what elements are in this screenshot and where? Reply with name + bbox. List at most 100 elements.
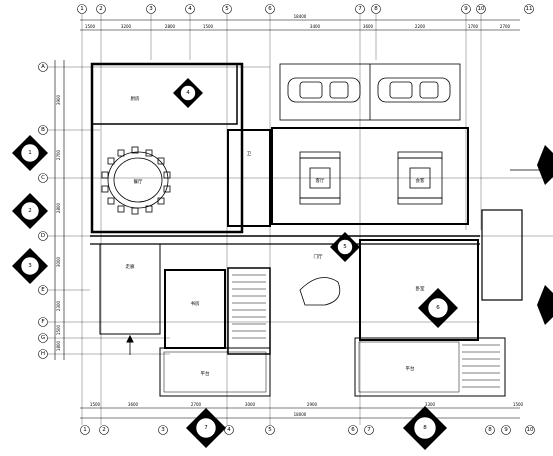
svg-text:1: 1 bbox=[28, 150, 32, 156]
grid-axis-top-3: 3 bbox=[146, 4, 156, 14]
svg-text:4: 4 bbox=[186, 90, 190, 96]
top-dim-1: 1500 bbox=[85, 24, 96, 29]
svg-text:4: 4 bbox=[227, 427, 231, 433]
svg-text:D: D bbox=[41, 233, 45, 239]
grid-axis-bottom-9: 9 bbox=[501, 425, 511, 435]
grid-axis-bottom-3: 3 bbox=[158, 425, 168, 435]
svg-text:B: B bbox=[41, 127, 45, 133]
grid-axis-top-1: 1 bbox=[77, 4, 87, 14]
elevation-marker-5: 5 bbox=[330, 232, 360, 262]
svg-text:7: 7 bbox=[358, 6, 362, 12]
grid-axis-top-6: 6 bbox=[265, 4, 275, 14]
grid-axis-top-8: 8 bbox=[371, 4, 381, 14]
grid-axis-left-B: B bbox=[38, 125, 48, 135]
svg-text:E: E bbox=[41, 287, 45, 293]
staircase bbox=[232, 274, 500, 388]
svg-text:11: 11 bbox=[526, 6, 533, 12]
svg-text:10: 10 bbox=[527, 427, 534, 433]
bottom-dim-1: 1500 bbox=[90, 402, 101, 407]
room-label-corridor: 走廊 bbox=[126, 263, 135, 270]
grid-axis-bottom-4: 4 bbox=[224, 425, 234, 435]
elevation-marker-7: 7 bbox=[186, 408, 226, 448]
top-dim-3: 2800 bbox=[165, 24, 176, 29]
svg-text:6: 6 bbox=[351, 427, 355, 433]
bottom-dim-2: 3600 bbox=[128, 402, 139, 407]
svg-text:3: 3 bbox=[28, 263, 32, 269]
left-dim-2: 2700 bbox=[56, 149, 61, 160]
svg-text:8: 8 bbox=[374, 6, 378, 12]
grid-axis-bottom-8: 8 bbox=[485, 425, 495, 435]
bottom-dim-3: 2700 bbox=[191, 402, 202, 407]
svg-text:1: 1 bbox=[83, 427, 87, 433]
svg-text:8: 8 bbox=[488, 427, 492, 433]
grid-axis-bottom-10: 10 bbox=[525, 425, 535, 435]
grid-axis-left-H: H bbox=[38, 349, 48, 359]
room-label-wc: 卫 bbox=[247, 151, 252, 157]
car-icon-right bbox=[377, 77, 451, 103]
top-grid-axes: 1 2 3 4 5 6 7 8 9 10 11 18400 1500 3200 … bbox=[77, 4, 534, 31]
top-dim-8: 1700 bbox=[468, 24, 479, 29]
grid-axis-left-A: A bbox=[38, 62, 48, 72]
top-dim-9: 2700 bbox=[500, 24, 511, 29]
svg-text:9: 9 bbox=[504, 427, 508, 433]
grid-axis-left-E: E bbox=[38, 285, 48, 295]
grid-axis-top-11: 11 bbox=[524, 4, 534, 14]
svg-text:2: 2 bbox=[99, 6, 103, 12]
grid-axis-bottom-1: 1 bbox=[80, 425, 90, 435]
car-icon-left bbox=[287, 77, 361, 103]
grid-axis-left-C: C bbox=[38, 173, 48, 183]
svg-text:3: 3 bbox=[161, 427, 165, 433]
sofa-set-right bbox=[397, 151, 443, 205]
elevation-marker-4: 4 bbox=[173, 78, 203, 108]
svg-text:5: 5 bbox=[225, 6, 229, 12]
grid-axis-left-D: D bbox=[38, 231, 48, 241]
top-dim-4: 1500 bbox=[203, 24, 214, 29]
svg-text:G: G bbox=[41, 335, 45, 341]
bottom-dim-6: 3300 bbox=[425, 402, 436, 407]
elevation-marker-3: 3 bbox=[12, 248, 48, 284]
walls bbox=[90, 62, 553, 397]
grid-axis-left-G: G bbox=[38, 333, 48, 343]
grid-axis-top-4: 4 bbox=[185, 4, 195, 14]
grid-axis-bottom-2: 2 bbox=[99, 425, 109, 435]
room-label-kitchen: 厨房 bbox=[131, 95, 140, 102]
grid-axis-bottom-7: 7 bbox=[364, 425, 374, 435]
left-dim-1: 3900 bbox=[56, 94, 61, 105]
grid-axis-top-10: 10 bbox=[476, 4, 486, 14]
left-dim-7: 1800 bbox=[56, 340, 61, 351]
top-dim-7: 2200 bbox=[415, 24, 426, 29]
elevation-marker-6: 6 bbox=[418, 288, 458, 328]
bottom-dim-4: 3000 bbox=[245, 402, 256, 407]
svg-text:4: 4 bbox=[188, 6, 192, 12]
svg-text:5: 5 bbox=[343, 244, 347, 250]
top-dim-2: 3200 bbox=[121, 24, 132, 29]
grid-axis-left-F: F bbox=[38, 317, 48, 327]
elevation-marker-8: 8 bbox=[403, 406, 447, 450]
svg-text:3: 3 bbox=[149, 6, 153, 12]
svg-text:A: A bbox=[41, 64, 45, 70]
top-dim-5: 3400 bbox=[310, 24, 321, 29]
left-dim-4: 3000 bbox=[56, 256, 61, 267]
piano-icon bbox=[299, 277, 341, 306]
bottom-dim-7: 1500 bbox=[513, 402, 524, 407]
svg-text:2: 2 bbox=[102, 427, 106, 433]
svg-text:9: 9 bbox=[464, 6, 468, 12]
svg-text:2: 2 bbox=[28, 208, 32, 214]
axis-lines bbox=[48, 14, 553, 425]
grid-axis-top-7: 7 bbox=[355, 4, 365, 14]
grid-axis-top-5: 5 bbox=[222, 4, 232, 14]
svg-text:10: 10 bbox=[478, 6, 485, 12]
left-dim-3: 2800 bbox=[56, 202, 61, 213]
dining-table bbox=[101, 146, 171, 215]
elevation-marker-1: 1 bbox=[12, 135, 48, 171]
room-label-dining: 餐厅 bbox=[134, 178, 143, 185]
room-label-living-right: 会客 bbox=[416, 177, 425, 184]
svg-text:6: 6 bbox=[436, 305, 440, 311]
svg-text:F: F bbox=[41, 319, 44, 325]
grid-axis-bottom-5: 5 bbox=[265, 425, 275, 435]
grid-axis-top-9: 9 bbox=[461, 4, 471, 14]
bottom-total-dimension: 18000 bbox=[294, 412, 307, 417]
svg-text:H: H bbox=[41, 351, 45, 357]
room-label-bedroom: 卧室 bbox=[416, 285, 425, 292]
left-dim-5: 2300 bbox=[56, 300, 61, 311]
